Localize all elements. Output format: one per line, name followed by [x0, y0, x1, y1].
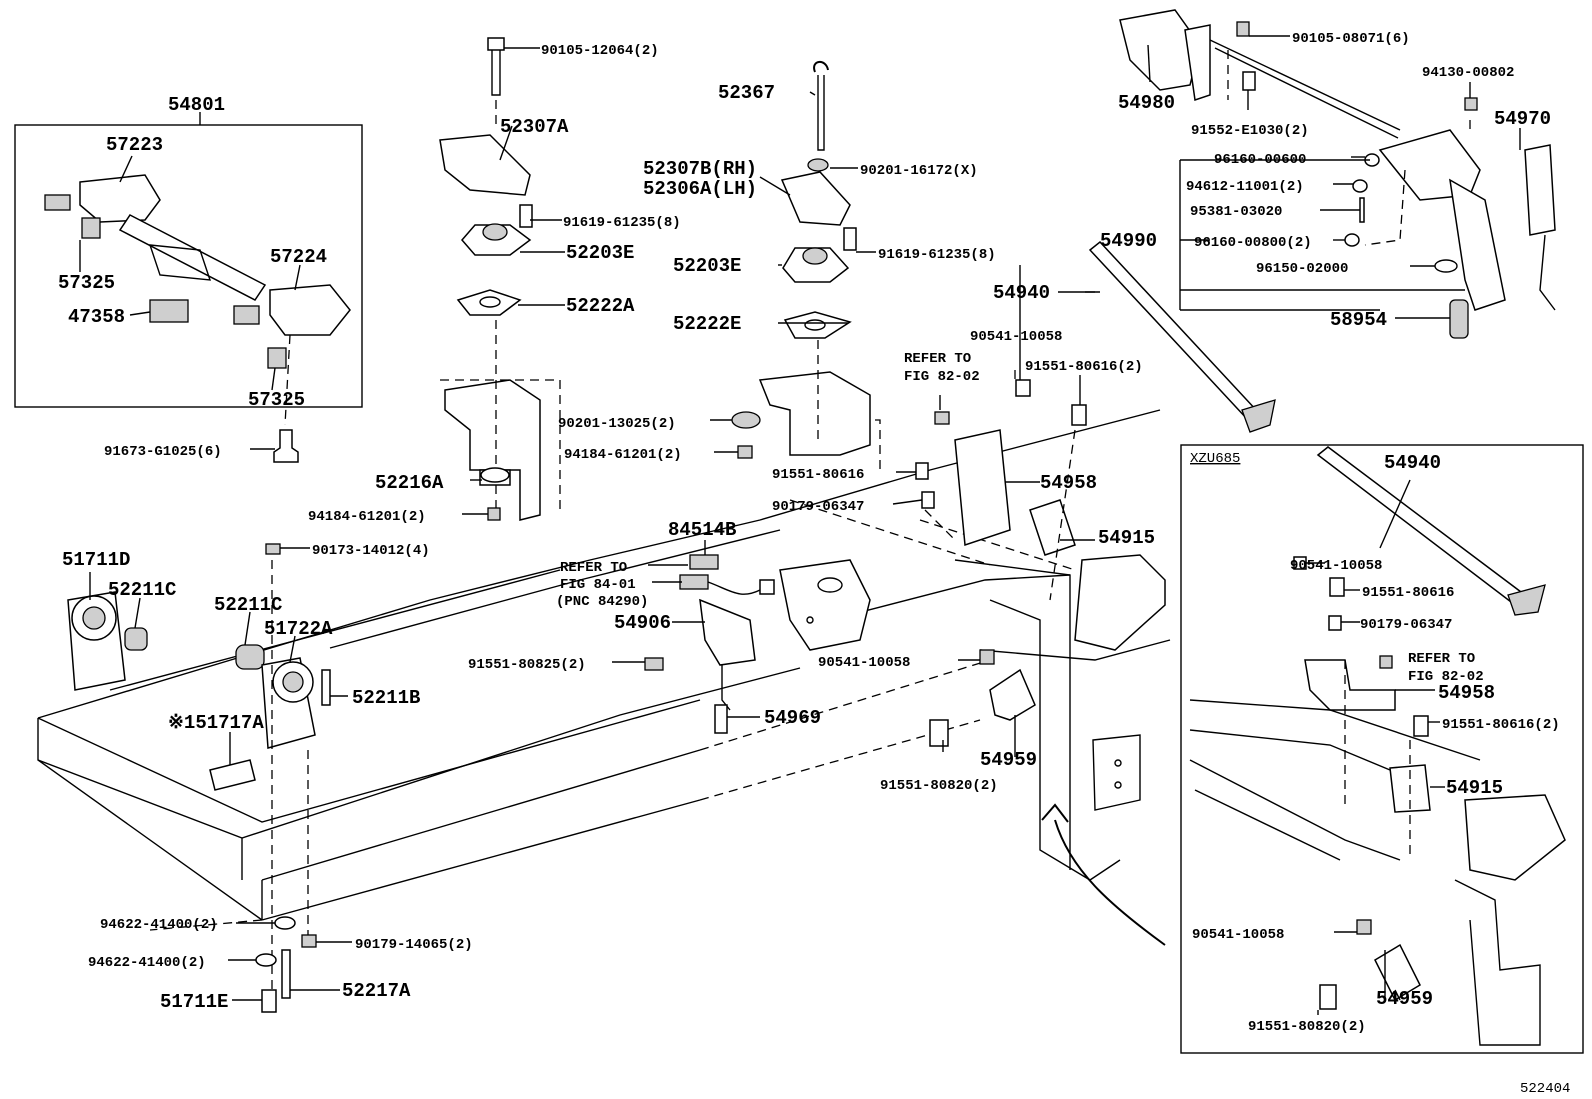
label-90201-16172: 90201-16172(X) — [860, 163, 978, 179]
label-58954: 58954 — [1330, 309, 1387, 331]
label-90541-10058: 90541-10058 — [970, 329, 1062, 345]
label-95381-03020: 95381-03020 — [1190, 204, 1282, 220]
label-52211c: 52211C — [214, 594, 282, 616]
spare-hoist-group — [1088, 9, 1556, 433]
label-91673-g1025: 91673-G1025(6) — [104, 444, 222, 460]
label-84514b: 84514B — [668, 519, 736, 541]
label-90179-14065: 90179-14065(2) — [355, 937, 473, 953]
spare-carrier-assy — [44, 174, 351, 369]
label-54915: 54915 — [1098, 527, 1155, 549]
label-91551-80820: 91551-80820(2) — [880, 778, 998, 794]
label-54915: 54915 — [1446, 777, 1503, 799]
label-52367: 52367 — [718, 82, 775, 104]
front-mount-left — [439, 37, 761, 521]
label-91551-80616: 91551-80616 — [772, 467, 864, 483]
label-52211c: 52211C — [108, 579, 176, 601]
label-90541-10058: 90541-10058 — [1192, 927, 1284, 943]
part-labels: 54801 57223 57325 47358 57224 57325 9167… — [58, 31, 1570, 1097]
label-94612-11001: 94612-11001(2) — [1186, 179, 1304, 195]
leader-lines — [79, 35, 1521, 1015]
engine-mount-group — [67, 543, 331, 1013]
label-refer-to: REFER TO — [1408, 651, 1475, 667]
view-arrow-icon — [1041, 803, 1166, 946]
label-94130-00802: 94130-00802 — [1422, 65, 1514, 81]
label-91551-80616: 91551-80616(2) — [1025, 359, 1143, 375]
label-51722a: 51722A — [264, 618, 333, 640]
label-refer-to: REFER TO — [904, 351, 971, 367]
label-90173-14012: 90173-14012(4) — [312, 543, 430, 559]
label-52217a: 52217A — [342, 980, 411, 1002]
label-91551-80825: 91551-80825(2) — [468, 657, 586, 673]
frame-assembly — [37, 371, 1171, 931]
label-91551-80616: 91551-80616(2) — [1442, 717, 1560, 733]
label-57325: 57325 — [58, 272, 115, 294]
label-52203e: 52203E — [566, 242, 634, 264]
label-54969: 54969 — [764, 707, 821, 729]
label-94184-61201: 94184-61201(2) — [564, 447, 682, 463]
label-90541-10058: 90541-10058 — [818, 655, 910, 671]
xzu685-drawing — [1189, 446, 1566, 1046]
inset-box-xzu685 — [1180, 444, 1584, 1054]
label-90105-12064: 90105-12064(2) — [541, 43, 659, 59]
label-refer-to: REFER TO — [560, 560, 627, 576]
label-91619-61235: 91619-61235(8) — [878, 247, 996, 263]
label-52307b: 52307B(RH) — [643, 158, 757, 180]
label-91552-e1030: 91552-E1030(2) — [1191, 123, 1309, 139]
label-54990: 54990 — [1100, 230, 1157, 252]
label-54958: 54958 — [1040, 472, 1097, 494]
label-54940: 54940 — [993, 282, 1050, 304]
label-90201-13025: 90201-13025(2) — [558, 416, 676, 432]
front-mount-right — [519, 61, 857, 440]
label-57223: 57223 — [106, 134, 163, 156]
label-94622-41400: 94622-41400(2) — [100, 917, 218, 933]
label-52216a: 52216A — [375, 472, 444, 494]
label-57224: 57224 — [270, 246, 327, 268]
label-96160-00800: 96160-00800(2) — [1194, 235, 1312, 251]
label-54959: 54959 — [980, 749, 1037, 771]
label-fig-82-02: FIG 82-02 — [1408, 669, 1484, 685]
label-91551-80820: 91551-80820(2) — [1248, 1019, 1366, 1035]
label-91551-80616: 91551-80616 — [1362, 585, 1454, 601]
diagram-id: 522404 — [1520, 1081, 1570, 1097]
inset-box-54801 — [14, 124, 363, 408]
label-54801: 54801 — [168, 94, 225, 116]
label-54970: 54970 — [1494, 108, 1551, 130]
label-96160-00600: 96160-00600 — [1214, 152, 1306, 168]
label-54958: 54958 — [1438, 682, 1495, 704]
label-54940: 54940 — [1384, 452, 1441, 474]
label-54906: 54906 — [614, 612, 671, 634]
label-47358: 47358 — [68, 306, 125, 328]
label-94622-41400: 94622-41400(2) — [88, 955, 206, 971]
label-90179-06347: 90179-06347 — [1360, 617, 1452, 633]
label-96150-02000: 96150-02000 — [1256, 261, 1348, 277]
label-57325: 57325 — [248, 389, 305, 411]
label-54959: 54959 — [1376, 988, 1433, 1010]
label-51717a: ※151717A — [168, 712, 264, 734]
label-90179-06347: 90179-06347 — [772, 499, 864, 515]
label-52211b: 52211B — [352, 687, 420, 709]
label-90541-10058: 90541-10058 — [1290, 558, 1382, 574]
label-90105-08071: 90105-08071(6) — [1292, 31, 1410, 47]
label-52203e: 52203E — [673, 255, 741, 277]
label-xzu685: XZU685 — [1190, 451, 1240, 467]
label-91619-61235: 91619-61235(8) — [563, 215, 681, 231]
label-52306a: 52306A(LH) — [643, 178, 757, 200]
rear-bracket-group — [915, 370, 1087, 747]
label-94184-61201: 94184-61201(2) — [308, 509, 426, 525]
label-fig-82-02: FIG 82-02 — [904, 369, 980, 385]
label-51711d: 51711D — [62, 549, 130, 571]
bolt-91673 — [273, 429, 299, 463]
label-52307a: 52307A — [500, 116, 569, 138]
label-52222e: 52222E — [673, 313, 741, 335]
label-51711e: 51711E — [160, 991, 228, 1013]
label-54980: 54980 — [1118, 92, 1175, 114]
label-pnc-84290: (PNC 84290) — [556, 594, 648, 610]
label-52222a: 52222A — [566, 295, 635, 317]
spare-lock-group — [644, 554, 775, 734]
label-fig-84-01: FIG 84-01 — [560, 577, 636, 593]
